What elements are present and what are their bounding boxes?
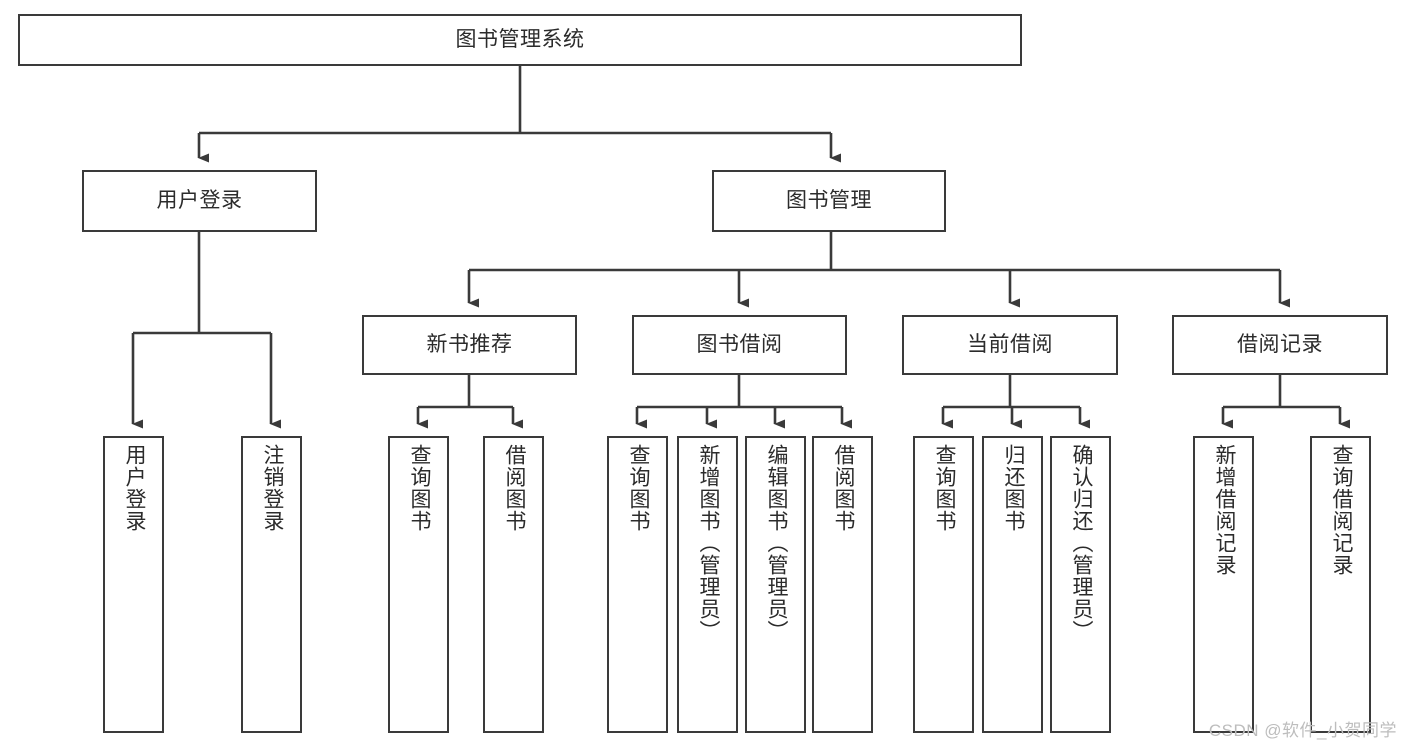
node-label: 注销登录: [260, 444, 284, 532]
node-current-borrow[interactable]: 当前借阅: [902, 315, 1118, 375]
leaf-current-borrow-query[interactable]: 查询图书: [913, 436, 974, 733]
node-label: 新增图书（管理员）: [696, 444, 720, 642]
leaf-borrow-record-add[interactable]: 新增借阅记录: [1193, 436, 1254, 733]
node-book-management[interactable]: 图书管理: [712, 170, 946, 232]
node-label: 新增借阅记录: [1212, 444, 1236, 576]
node-label: 图书管理: [786, 188, 872, 212]
leaf-current-borrow-confirm-return-admin[interactable]: 确认归还（管理员）: [1050, 436, 1111, 733]
leaf-book-borrow-query[interactable]: 查询图书: [607, 436, 668, 733]
leaf-book-borrow-borrow[interactable]: 借阅图书: [812, 436, 873, 733]
node-label: 用户登录: [156, 188, 243, 212]
leaf-book-borrow-edit-admin[interactable]: 编辑图书（管理员）: [745, 436, 806, 733]
node-label: 借阅记录: [1237, 332, 1323, 356]
node-label: 用户登录: [122, 444, 146, 532]
node-label: 借阅图书: [502, 444, 526, 532]
leaf-new-book-borrow[interactable]: 借阅图书: [483, 436, 544, 733]
leaf-user-login-logout[interactable]: 注销登录: [241, 436, 302, 733]
node-label: 图书借阅: [696, 332, 783, 356]
node-label: 查询借阅记录: [1329, 444, 1353, 576]
node-label: 图书管理系统: [455, 27, 585, 51]
node-label: 归还图书: [1001, 444, 1025, 532]
watermark-text: CSDN @软件_小贺同学: [1208, 721, 1397, 740]
node-root-book-management-system[interactable]: 图书管理系统: [18, 14, 1022, 66]
node-book-borrow[interactable]: 图书借阅: [632, 315, 847, 375]
leaf-new-book-query[interactable]: 查询图书: [388, 436, 449, 733]
leaf-borrow-record-query[interactable]: 查询借阅记录: [1310, 436, 1371, 733]
node-label: 借阅图书: [831, 444, 855, 532]
leaf-user-login-login[interactable]: 用户登录: [103, 436, 164, 733]
node-label: 查询图书: [407, 444, 431, 532]
node-borrow-records[interactable]: 借阅记录: [1172, 315, 1388, 375]
node-label: 当前借阅: [967, 332, 1053, 356]
node-user-login[interactable]: 用户登录: [82, 170, 317, 232]
leaf-current-borrow-return[interactable]: 归还图书: [982, 436, 1043, 733]
node-label: 编辑图书（管理员）: [764, 444, 788, 642]
node-label: 新书推荐: [426, 332, 513, 356]
node-label: 查询图书: [932, 444, 956, 532]
node-label: 确认归还（管理员）: [1069, 444, 1093, 642]
node-label: 查询图书: [626, 444, 650, 532]
node-new-book-recommend[interactable]: 新书推荐: [362, 315, 577, 375]
leaf-book-borrow-add-admin[interactable]: 新增图书（管理员）: [677, 436, 738, 733]
